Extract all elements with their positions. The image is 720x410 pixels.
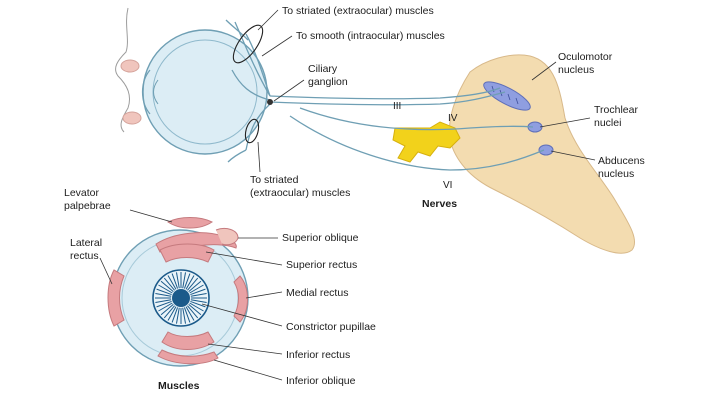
label-to-striated-bottom-line2: (extraocular) muscles — [250, 187, 350, 199]
label-trochlear-line2: nuclei — [594, 117, 621, 129]
caption-muscles: Muscles — [158, 380, 200, 392]
nerves-diagram: To striated (extraocular) muscles To smo… — [115, 5, 645, 254]
iris-fiber — [182, 307, 187, 324]
muscle-leader-lines — [99, 209, 283, 381]
label-oculomotor-line2: nucleus — [558, 64, 594, 76]
yellow-ganglion — [392, 121, 461, 163]
nerve-fibers — [225, 19, 545, 171]
nerve-leader-lines — [257, 9, 596, 173]
iris-fiber — [156, 300, 172, 308]
label-constrictor-pupillae: Constrictor pupillae — [286, 321, 376, 333]
label-to-smooth: To smooth (intraocular) muscles — [296, 30, 445, 42]
iris-fiber — [190, 299, 207, 304]
iris-fiber — [189, 302, 204, 312]
label-medial-rectus: Medial rectus — [286, 287, 348, 299]
constrictor-pupillae-fibers — [155, 272, 207, 324]
label-abducens-line2: nucleus — [598, 168, 634, 180]
iris-fiber — [155, 299, 172, 304]
caption-nerves: Nerves — [422, 198, 457, 210]
iris-fiber — [185, 275, 195, 290]
label-to-striated-top: To striated (extraocular) muscles — [282, 5, 434, 17]
iris-fiber — [190, 300, 206, 308]
label-ciliary-line1: Ciliary — [308, 63, 338, 75]
inferior-rectus-muscle — [161, 331, 215, 350]
label-inferior-rectus: Inferior rectus — [286, 349, 350, 361]
label-nerve-iv: IV — [448, 113, 458, 124]
oculomotor-nucleus — [483, 81, 531, 111]
muscles-diagram: Levator palpebrae Lateral rectus Superio… — [64, 187, 376, 392]
label-ciliary-line2: ganglion — [308, 76, 348, 88]
iris-fiber — [187, 305, 199, 319]
label-levator-line2: palpebrae — [64, 200, 111, 212]
label-superior-rectus: Superior rectus — [286, 259, 357, 271]
iris-fiber — [155, 292, 172, 297]
iris-fiber — [167, 275, 177, 290]
eyeball-side — [142, 29, 268, 155]
iris-fiber — [158, 284, 173, 294]
label-abducens-line1: Abducens — [598, 155, 645, 167]
label-lateral-line2: rectus — [70, 250, 99, 262]
iris-fiber — [171, 307, 179, 323]
iris-fiber — [183, 273, 191, 289]
striated-bundle-ring-top — [232, 24, 264, 64]
label-superior-oblique: Superior oblique — [282, 232, 359, 244]
levator-palpebrae-muscle — [167, 217, 213, 229]
label-to-striated-bottom-line1: To striated — [250, 174, 299, 186]
iris-fiber — [188, 304, 202, 316]
iris-fiber — [160, 280, 174, 292]
iris-fiber — [190, 288, 206, 296]
eyelid-upper — [120, 59, 140, 73]
striated-bundle-ring-bottom — [244, 118, 260, 144]
iris-fiber — [167, 306, 177, 321]
iris-fiber — [160, 304, 174, 316]
iris-fiber — [183, 307, 191, 323]
iris-fiber — [156, 288, 172, 296]
iris-fiber — [187, 277, 199, 291]
label-lateral-line1: Lateral — [70, 237, 102, 249]
label-oculomotor-line1: Oculomotor — [558, 51, 613, 63]
iris-fiber — [175, 272, 180, 289]
iris-fiber — [190, 292, 207, 297]
ciliary-ganglion-dot — [267, 99, 273, 105]
iris-fiber — [158, 302, 173, 312]
iris-fiber — [171, 273, 179, 289]
label-inferior-oblique: Inferior oblique — [286, 375, 356, 387]
eyelid-lower — [122, 111, 142, 125]
label-trochlear-line1: Trochlear — [594, 104, 638, 116]
pupil — [172, 289, 190, 307]
iris-fiber — [163, 305, 175, 319]
lens — [153, 79, 159, 105]
superior-rectus-muscle — [159, 243, 215, 263]
iris-fiber — [163, 277, 175, 291]
iris-fiber — [188, 280, 202, 292]
medial-rectus-muscle — [233, 275, 248, 323]
iris-fiber — [182, 272, 187, 289]
iris-fiber — [189, 284, 204, 294]
iris-fiber — [185, 306, 195, 321]
label-nerve-vi: VI — [443, 180, 452, 191]
iris-fiber — [175, 307, 180, 324]
cornea — [141, 69, 151, 115]
label-levator-line1: Levator — [64, 187, 100, 199]
inferior-oblique-muscle — [157, 349, 219, 365]
abducens-nucleus — [538, 144, 554, 156]
label-nerve-iii: III — [393, 101, 401, 112]
